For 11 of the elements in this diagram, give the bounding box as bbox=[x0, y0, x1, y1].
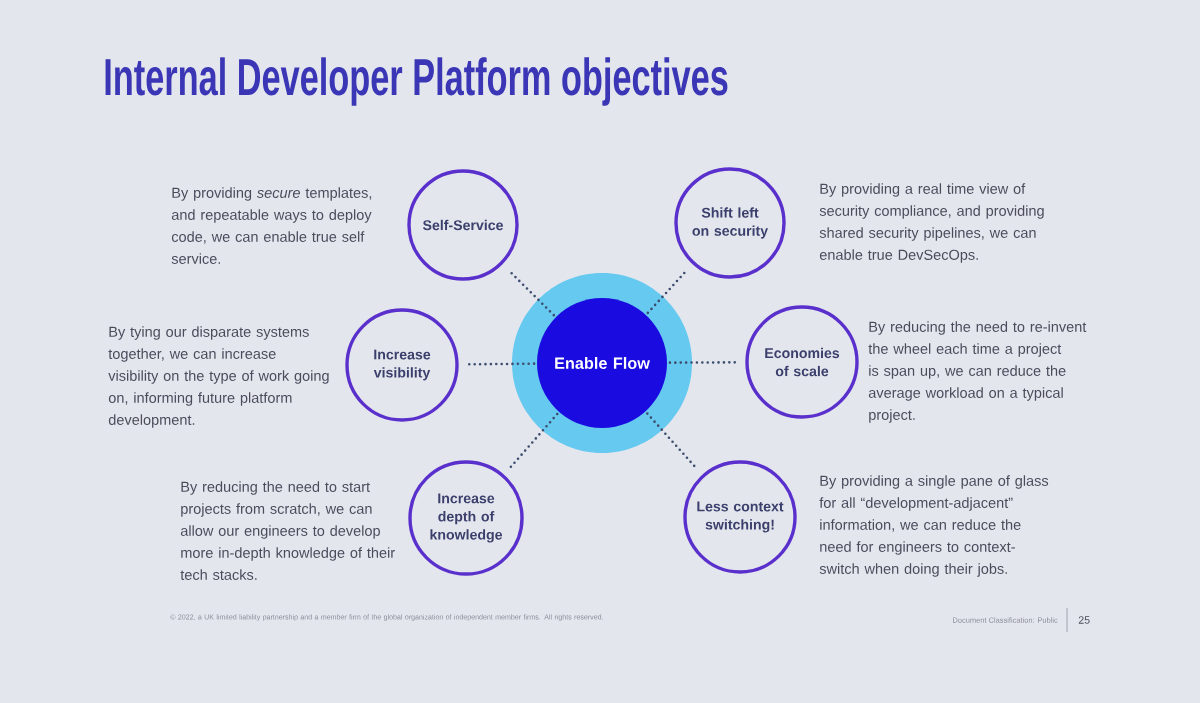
slide-title: Internal Developer Platform objectives bbox=[105, 57, 728, 106]
dotted-connector bbox=[668, 361, 739, 364]
dotted-connector bbox=[508, 412, 559, 470]
page-number: 25 bbox=[1078, 616, 1090, 624]
dotted-connector bbox=[465, 362, 536, 366]
description-text: By providing a single pane of glass for all “development-adjacent” information, we can reduce the need for engineers to context-switch when doing their jobs. bbox=[819, 475, 1049, 577]
description-text: By providing secure templates, and repeatable ways to deploy code, we can enable true self service. bbox=[171, 187, 372, 264]
description-text: By reducing the need to re-invent the wheel each time a project is span up, we can reduce the average workload on a typical project. bbox=[868, 321, 1087, 423]
description-text: By reducing the need to start projects from scratch, we can allow our engineers to develop more in-depth knowledge of their tech stacks. bbox=[180, 481, 395, 580]
description-text: By providing a real time view of security compliance, and providing shared security pipelines, we can enable true DevSecOps. bbox=[819, 183, 1044, 263]
description-text: By tying our disparate systems together, we can increase visibility on the type of work going on, informing future platform development. bbox=[108, 326, 329, 428]
